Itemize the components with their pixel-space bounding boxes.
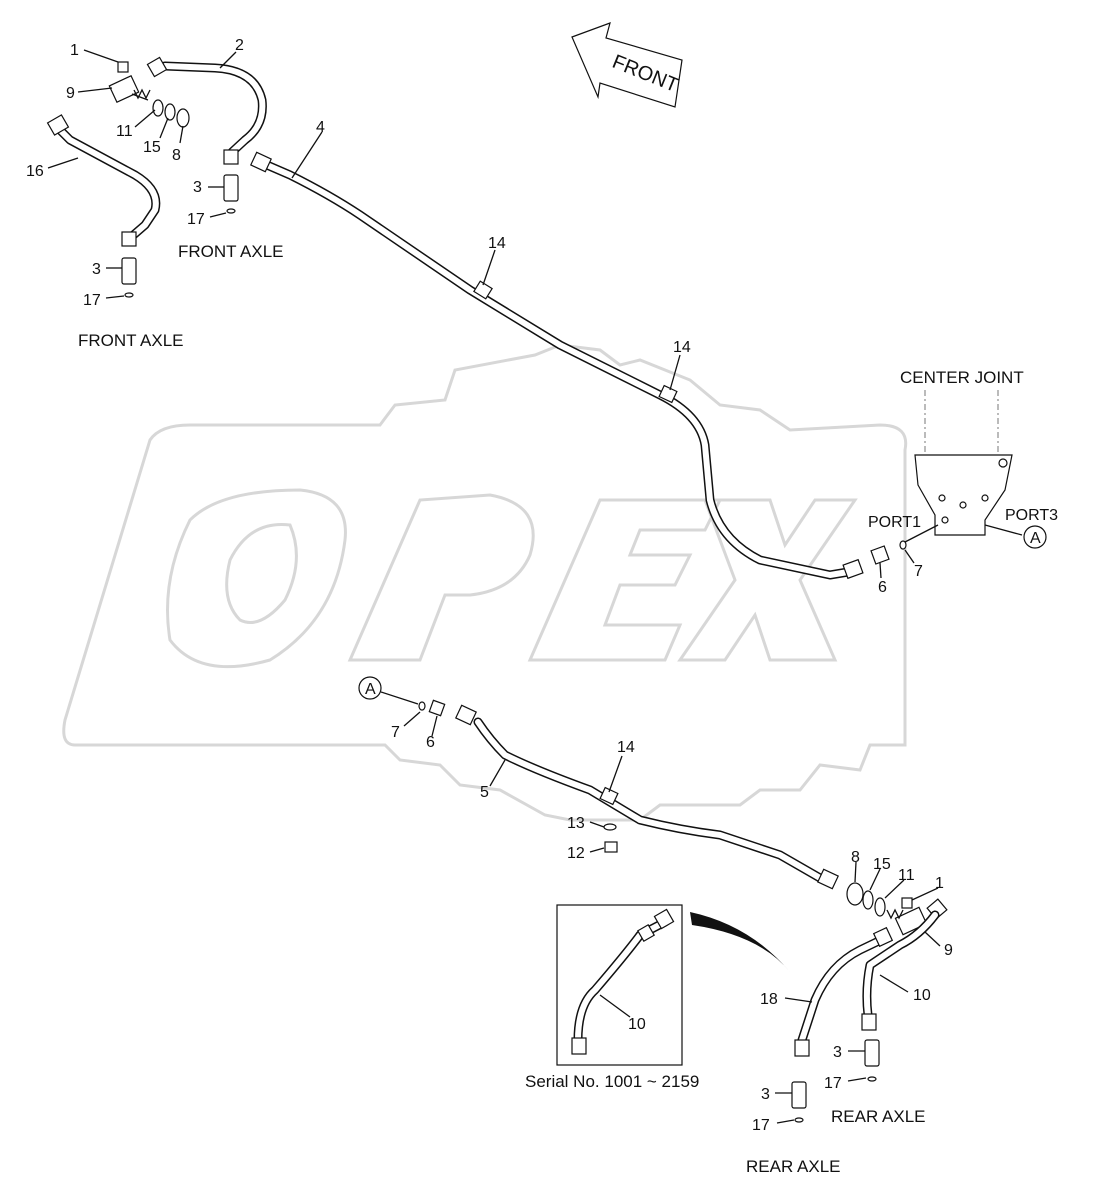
ref-a-marker-1: A — [1030, 530, 1041, 547]
part-number: 8 — [851, 849, 860, 866]
front-axle-assembly — [46, 56, 267, 298]
part-number: 17 — [83, 292, 101, 309]
part-number: 17 — [824, 1075, 842, 1092]
serial-label: Serial No. 1001 ~ 2159 — [525, 1072, 699, 1091]
part-number: 12 — [567, 845, 585, 862]
hose-5 — [358, 676, 886, 917]
part-number: 10 — [913, 987, 931, 1004]
front-axle-label: FRONT AXLE — [178, 242, 284, 261]
part-number: 15 — [143, 139, 161, 156]
part-number: 11 — [898, 867, 915, 884]
part-number: 3 — [761, 1086, 770, 1103]
part-numbers: 1 2 9 4 11 15 8 16 3 17 3 17 14 14 6 7 7… — [26, 37, 953, 1134]
part-number: 7 — [914, 563, 923, 580]
front-axle-label-2: FRONT AXLE — [78, 331, 184, 350]
captions: FRONT AXLE FRONT AXLE CENTER JOINT PORT1… — [78, 242, 1058, 1176]
part-number: 17 — [752, 1117, 770, 1134]
center-joint-label: CENTER JOINT — [900, 368, 1024, 387]
rear-axle-label: REAR AXLE — [831, 1107, 926, 1126]
part-number: 4 — [316, 119, 325, 136]
part-number: 2 — [235, 37, 244, 54]
part-number: 6 — [878, 579, 887, 596]
part-number: 13 — [567, 815, 585, 832]
part-number: 11 — [116, 123, 133, 140]
part-number: 3 — [92, 261, 101, 278]
part-number: 14 — [673, 339, 691, 356]
port3-label: PORT3 — [1005, 507, 1058, 524]
part-number: 17 — [187, 211, 205, 228]
part-number: 1 — [70, 42, 79, 59]
serial-inset — [556, 904, 790, 1066]
ref-a-marker-2: A — [365, 681, 376, 698]
part-number: 14 — [617, 739, 635, 756]
part-number: 9 — [944, 942, 953, 959]
rear-axle-assembly — [791, 897, 948, 1123]
leader-lines — [47, 49, 941, 1124]
part-number: 14 — [488, 235, 506, 252]
hose-4 — [249, 151, 907, 580]
part-number: 3 — [833, 1044, 842, 1061]
part-number: 16 — [26, 163, 44, 180]
part-number: 7 — [391, 724, 400, 741]
front-direction-arrow: FRONT — [571, 22, 683, 108]
part-number: 3 — [193, 179, 202, 196]
part-number: 15 — [873, 856, 891, 873]
part-number: 8 — [172, 147, 181, 164]
part-number: 10 — [628, 1016, 646, 1033]
part-number: 1 — [935, 875, 944, 892]
part-number: 18 — [760, 991, 778, 1008]
part-number: 6 — [426, 734, 435, 751]
port1-label: PORT1 — [868, 514, 921, 531]
rear-axle-label-2: REAR AXLE — [746, 1157, 841, 1176]
part-number: 9 — [66, 85, 75, 102]
watermark-logo — [62, 343, 908, 822]
part-number: 5 — [480, 784, 489, 801]
center-joint — [904, 390, 1047, 549]
